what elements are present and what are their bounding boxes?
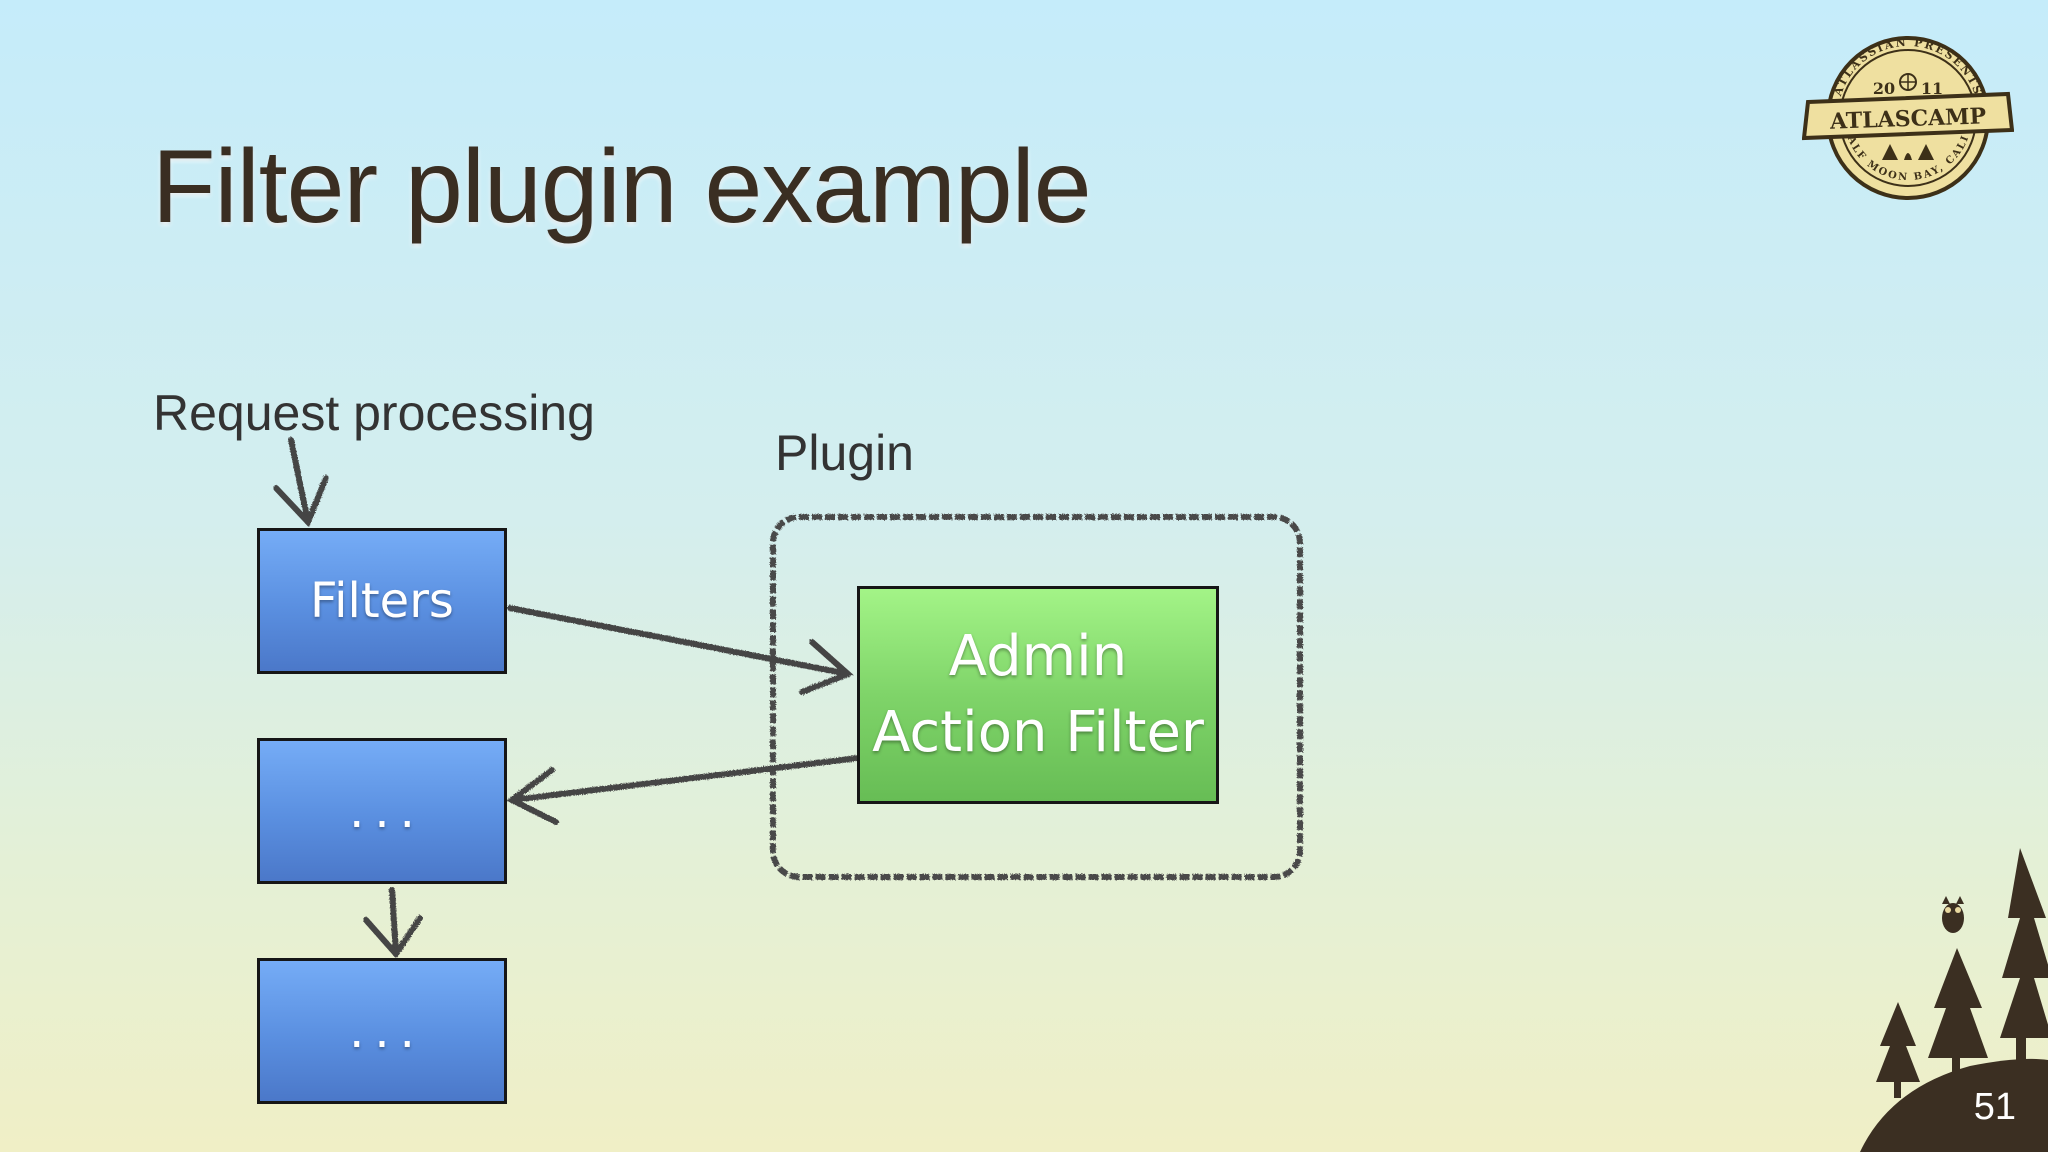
atlascamp-badge-icon: ATLASSIAN PRESENTS HALF MOON BAY, CALIF … [1802,32,2014,200]
slide-title: Filter plugin example [152,129,1092,245]
arrow-filters-to-admin [507,605,854,695]
chain-box-1-label: ... [349,783,425,839]
admin-filter-line-2: Action Filter [872,700,1204,765]
forest-silhouette-icon [1860,848,2048,1152]
owl-icon [1942,896,1964,933]
request-processing-label: Request processing [153,385,595,441]
svg-text:11: 11 [1921,79,1943,98]
arrow-admin-to-chain [506,755,861,825]
filters-box: Filters [257,528,507,674]
chain-box-1: ... [257,738,507,884]
arrow-request-to-filters [273,437,329,528]
svg-text:20: 20 [1873,79,1895,98]
chain-box-2-label: ... [349,1003,425,1059]
page-number: 51 [1973,1086,2016,1128]
chain-box-2: ... [257,958,507,1104]
arrow-chain-down [363,887,423,959]
admin-filter-line-1: Admin [948,624,1128,690]
admin-action-filter-box: Admin Action Filter [857,586,1219,804]
svg-text:ATLASCAMP: ATLASCAMP [1829,103,1987,134]
filters-box-label: Filters [310,573,454,629]
plugin-label: Plugin [775,425,914,481]
